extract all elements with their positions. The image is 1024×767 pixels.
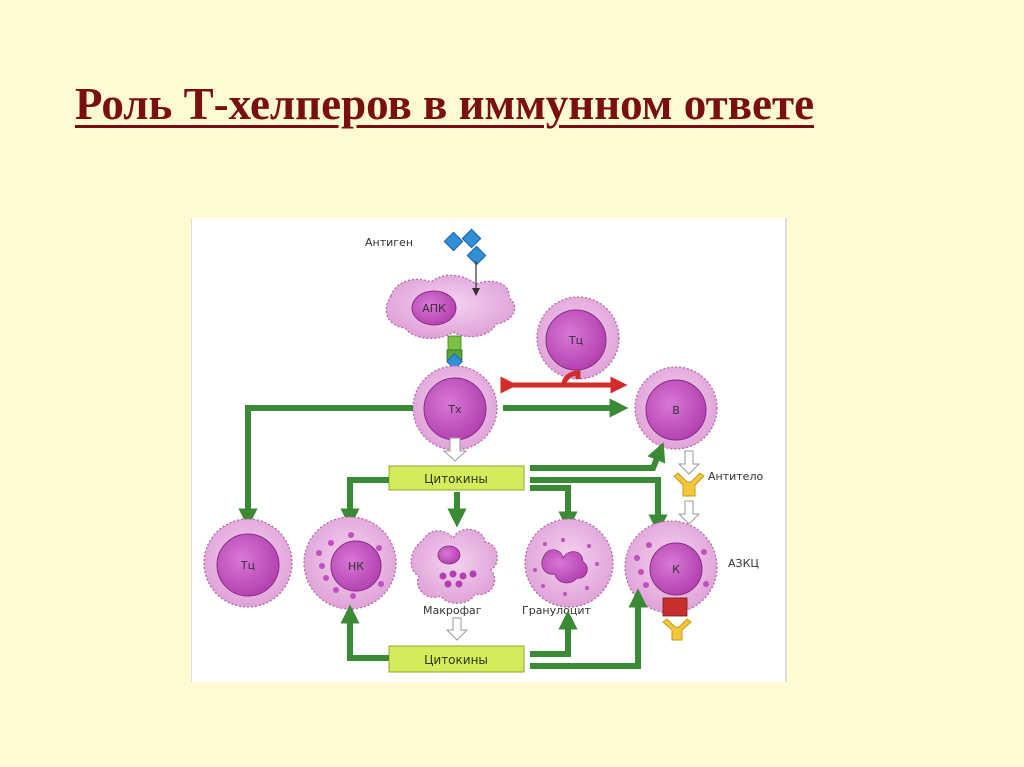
- nk-label: НК: [348, 560, 364, 573]
- tc-cell-bottom: Тц: [204, 519, 292, 607]
- cytokines-top-label: Цитокины: [424, 472, 488, 486]
- cytokines-box-top: Цитокины: [389, 466, 524, 490]
- th-label: Тх: [447, 403, 462, 416]
- antigen-label: Антиген: [365, 236, 413, 249]
- macrophage-cell: [411, 529, 497, 603]
- k-label: К: [672, 563, 680, 576]
- tc-bottom-label: Тц: [240, 559, 255, 572]
- granulocyte-label: Гранулоцит: [522, 604, 592, 617]
- nk-cell: НК: [304, 517, 396, 609]
- cytokines-to-nk-arrow: [350, 480, 389, 518]
- th-cell: Тх: [413, 366, 497, 450]
- granulocyte-cell: [525, 519, 613, 607]
- b-label: В: [672, 404, 680, 417]
- tc-top-label: Тц: [568, 334, 583, 347]
- cytokines-box-bottom: Цитокины: [389, 646, 524, 672]
- antibody-icon: [674, 473, 704, 496]
- immune-response-diagram: Антиген АПК Тц Тх В: [191, 218, 787, 682]
- cytokines-bottom-label: Цитокины: [424, 653, 488, 667]
- antibody-to-k-arrow: [679, 501, 699, 524]
- th-to-tc-arrow: [248, 408, 413, 518]
- antigen-icon: [444, 229, 485, 264]
- cytokines-to-granulocyte-arrow: [530, 488, 568, 521]
- cytokines-to-b-arrow: [530, 451, 660, 468]
- b-cell: В: [635, 367, 717, 449]
- b-to-antibody-arrow: [679, 451, 699, 474]
- macrophage-to-cytokines-arrow: [447, 618, 467, 640]
- cytokines-bottom-to-nk-arrow: [350, 614, 389, 658]
- adcc-label: АЗКЦ: [728, 557, 759, 570]
- apc-label: АПК: [422, 302, 446, 315]
- slide-title: Роль Т-хелперов в иммунном ответе: [75, 78, 814, 130]
- apc-cell: АПК: [386, 275, 515, 338]
- cytokines-bottom-to-granulocyte-arrow: [530, 620, 568, 654]
- macrophage-label: Макрофаг: [423, 604, 482, 617]
- antibody-label: Антитело: [708, 470, 763, 483]
- tc-cell-top: Тц: [537, 297, 619, 379]
- fc-receptor-complex: [663, 598, 691, 640]
